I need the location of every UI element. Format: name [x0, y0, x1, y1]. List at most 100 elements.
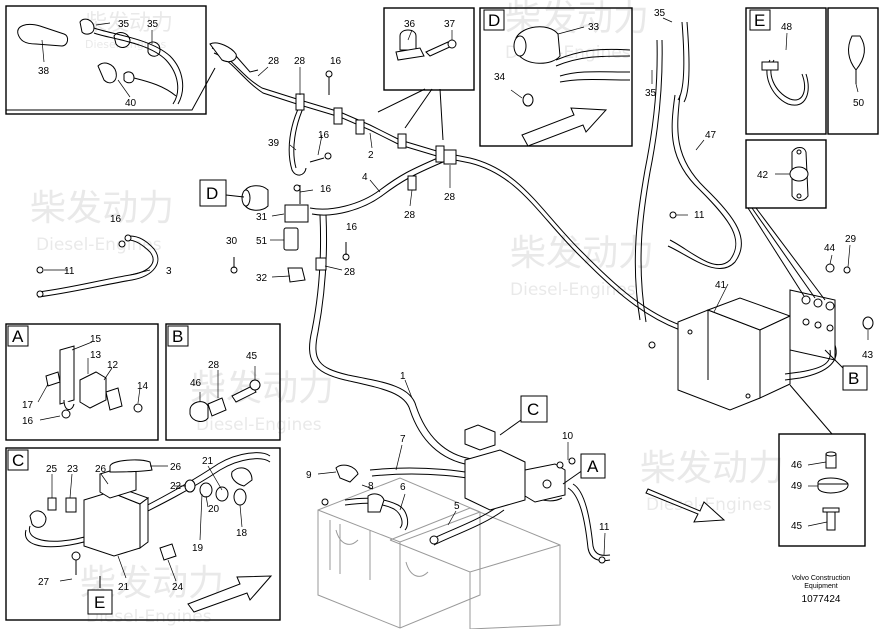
batteries [317, 477, 561, 629]
callout-4: 4 [362, 172, 368, 183]
svg-text:Diesel-Engines: Diesel-Engines [196, 415, 322, 435]
callout-14: 14 [137, 381, 149, 392]
washer-43 [862, 316, 874, 330]
box-label-B-detail: B [172, 327, 183, 346]
svg-text:柴发动力: 柴发动力 [640, 448, 784, 489]
callout-30: 30 [226, 236, 238, 247]
callout-50: 50 [853, 98, 865, 109]
box-marker-B [842, 365, 868, 391]
callout-31: 31 [256, 212, 268, 223]
box-label-C: C [12, 451, 24, 470]
svg-text:Diesel-Engines: Diesel-Engines [86, 607, 212, 627]
detail-box-E: E 48 50 [745, 7, 879, 135]
callout-37: 37 [444, 19, 456, 30]
battery-switch [464, 424, 566, 511]
terminal-6 [367, 493, 385, 513]
callout-12: 12 [107, 360, 119, 371]
svg-text:Diesel-Engines: Diesel-Engines [36, 235, 162, 255]
callout-44: 44 [824, 243, 836, 254]
screw-29 [843, 266, 851, 274]
callout-16: 16 [110, 214, 122, 225]
callout-26: 26 [170, 462, 182, 473]
leader-lines [44, 17, 869, 556]
battery-disconnect-41 [677, 289, 836, 411]
callout-16: 16 [330, 56, 342, 67]
svg-text:柴发动力: 柴发动力 [30, 188, 174, 229]
box-label-E: E [754, 11, 765, 30]
detail-box-grip: 38 35 35 40 [5, 5, 207, 115]
bracket-assembly [283, 185, 309, 283]
terminal-9 [335, 464, 359, 483]
cable-3 [36, 234, 159, 298]
footer-line-1: Volvo Construction [792, 575, 850, 582]
callout-45: 45 [246, 351, 258, 362]
callout-45: 45 [791, 521, 803, 532]
callout-28: 28 [208, 360, 220, 371]
box-label-A: A [12, 327, 24, 346]
callout-40: 40 [125, 98, 137, 109]
callouts-main: 28 28 16 39 16 2 4 16 31 51 30 32 16 28 … [64, 8, 874, 533]
callout-17: 17 [22, 400, 34, 411]
detail-box-D: D 33 34 [479, 7, 633, 147]
callout-33: 33 [588, 22, 600, 33]
footer: Volvo Construction Equipment 1077424 [792, 575, 850, 605]
direction-arrow-main [645, 488, 726, 523]
box-label-B: B [848, 369, 859, 388]
callout-16: 16 [318, 130, 330, 141]
callout-19: 19 [192, 543, 204, 554]
callout-32: 32 [256, 273, 268, 284]
box-label-E-marker: E [94, 593, 105, 612]
svg-text:Diesel-Engines: Diesel-Engines [646, 495, 772, 515]
drawing-number: 1077424 [802, 594, 841, 605]
callout-20: 20 [208, 504, 220, 515]
callout-16: 16 [22, 416, 34, 427]
callout-25: 25 [46, 464, 58, 475]
callout-41: 41 [715, 280, 727, 291]
callout-9: 9 [306, 470, 312, 481]
callout-21: 21 [118, 582, 130, 593]
box-markers-main: D C A [199, 179, 606, 479]
callout-42: 42 [757, 170, 769, 181]
pointer-box-38 [6, 67, 216, 111]
harness-grip [209, 42, 237, 63]
callout-43: 43 [862, 350, 874, 361]
callout-46: 46 [190, 378, 202, 389]
callout-10: 10 [562, 431, 574, 442]
screw-11b [669, 211, 677, 219]
callout-15: 15 [90, 334, 102, 345]
marker-C: C [527, 400, 539, 419]
callout-1: 1 [400, 371, 406, 382]
callout-22: 22 [170, 481, 182, 492]
callout-46: 46 [791, 460, 803, 471]
callout-28: 28 [344, 267, 356, 278]
screws [36, 70, 350, 274]
callout-13: 13 [90, 350, 102, 361]
footer-line-2: Equipment [804, 583, 838, 590]
callout-47: 47 [705, 130, 717, 141]
svg-text:柴发动力: 柴发动力 [510, 233, 654, 274]
callout-49: 49 [791, 481, 803, 492]
detail-box-B: B 28 46 45 [165, 323, 281, 441]
detail-box-C: C 25 23 26 26 [5, 447, 281, 621]
marker-D: D [206, 184, 218, 203]
nut-44 [825, 263, 835, 273]
callout-27: 27 [38, 577, 50, 588]
callout-23: 23 [67, 464, 79, 475]
detail-box-A: A 15 13 12 14 17 16 [5, 323, 159, 441]
callout-38: 38 [38, 66, 50, 77]
dust-cover-33 [241, 185, 269, 211]
callout-16: 16 [346, 222, 358, 233]
callout-3: 3 [166, 266, 172, 277]
callout-11: 11 [599, 522, 610, 533]
callout-6: 6 [400, 482, 406, 493]
marker-A: A [587, 457, 599, 476]
callout-28: 28 [444, 192, 456, 203]
harness-clamps [295, 93, 457, 271]
callout-35: 35 [118, 19, 130, 30]
callout-29: 29 [845, 234, 857, 245]
callout-2: 2 [368, 150, 374, 161]
callout-35: 35 [645, 88, 657, 99]
callout-11: 11 [64, 266, 75, 277]
svg-text:柴发动力: 柴发动力 [85, 11, 173, 36]
